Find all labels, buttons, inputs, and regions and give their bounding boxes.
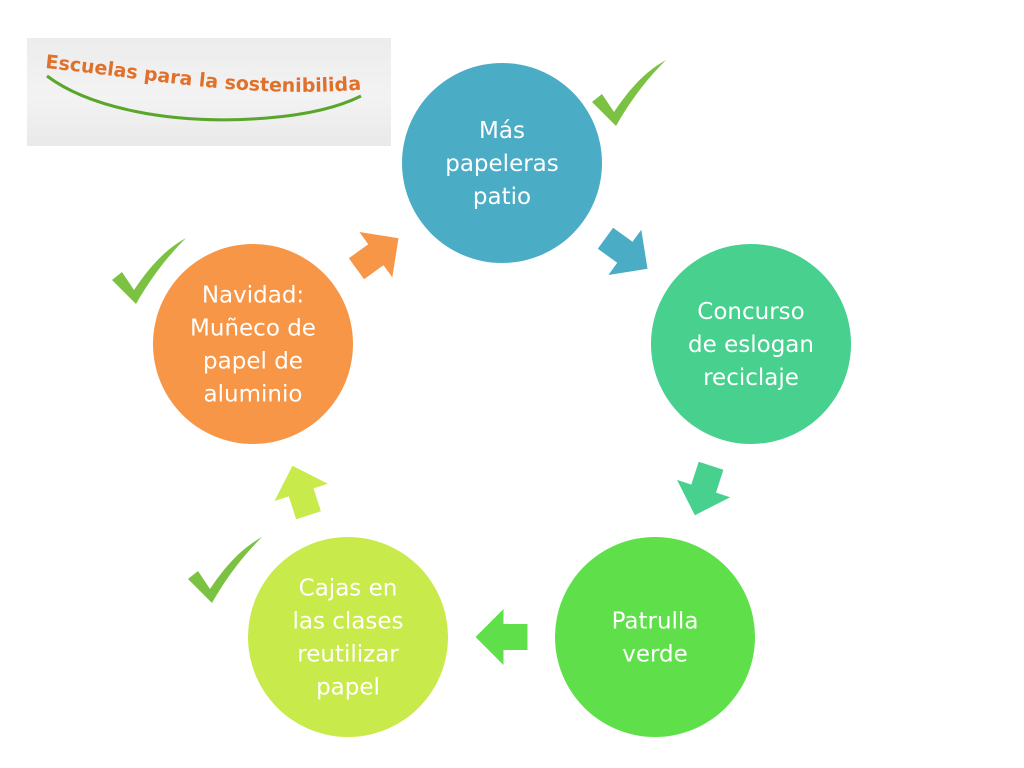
node-label-line: Muñeco de — [190, 316, 316, 342]
node-label-line: papeleras — [445, 151, 559, 177]
checks-layer — [112, 60, 666, 603]
node-patrulla: Patrulla verde — [555, 537, 755, 737]
arrow-papeleras-to-concurso — [597, 227, 648, 275]
checkmark-icon — [592, 60, 666, 126]
node-label-line: reutilizar — [297, 642, 399, 668]
node-circle — [248, 537, 448, 737]
node-label: Más papeleras patio — [445, 118, 559, 210]
node-label: Cajas en las clases reutilizar papel — [292, 576, 403, 701]
node-label-line: las clases — [292, 609, 403, 635]
node-label-line: Navidad: — [202, 283, 304, 309]
node-circle — [555, 537, 755, 737]
node-label-line: reciclaje — [703, 365, 799, 391]
node-label: Navidad: Muñeco de papel de aluminio — [190, 283, 316, 408]
node-label-line: papel — [316, 675, 380, 701]
node-label-line: Más — [479, 118, 525, 144]
arrow-cajas-to-navidad — [274, 465, 328, 520]
arrow-navidad-to-papeleras — [348, 232, 399, 280]
arrows-layer — [274, 227, 731, 665]
node-papeleras: Más papeleras patio — [402, 63, 602, 263]
checkmark-icon — [188, 537, 262, 603]
node-label-line: Patrulla — [612, 609, 699, 635]
arrow-concurso-to-patrulla — [677, 461, 731, 516]
node-label: Patrulla verde — [612, 609, 699, 668]
node-label-line: Cajas en — [299, 576, 398, 602]
node-label-line: verde — [622, 642, 688, 668]
logo-swoosh — [46, 74, 362, 122]
node-label-line: patio — [473, 184, 531, 210]
node-navidad: Navidad: Muñeco de papel de aluminio — [153, 244, 353, 444]
node-cajas: Cajas en las clases reutilizar papel — [248, 537, 448, 737]
node-label-line: de eslogan — [688, 332, 814, 358]
node-circle — [402, 63, 602, 263]
arrow-patrulla-to-cajas — [475, 609, 528, 665]
node-label-line: papel de — [203, 349, 303, 375]
checkmark-icon — [112, 238, 186, 304]
node-circle — [651, 244, 851, 444]
node-label-line: Concurso — [697, 299, 804, 325]
node-label-line: aluminio — [204, 382, 303, 408]
node-label: Concurso de eslogan reciclaje — [688, 299, 814, 391]
node-concurso: Concurso de eslogan reciclaje — [651, 244, 851, 444]
node-circle — [153, 244, 353, 444]
